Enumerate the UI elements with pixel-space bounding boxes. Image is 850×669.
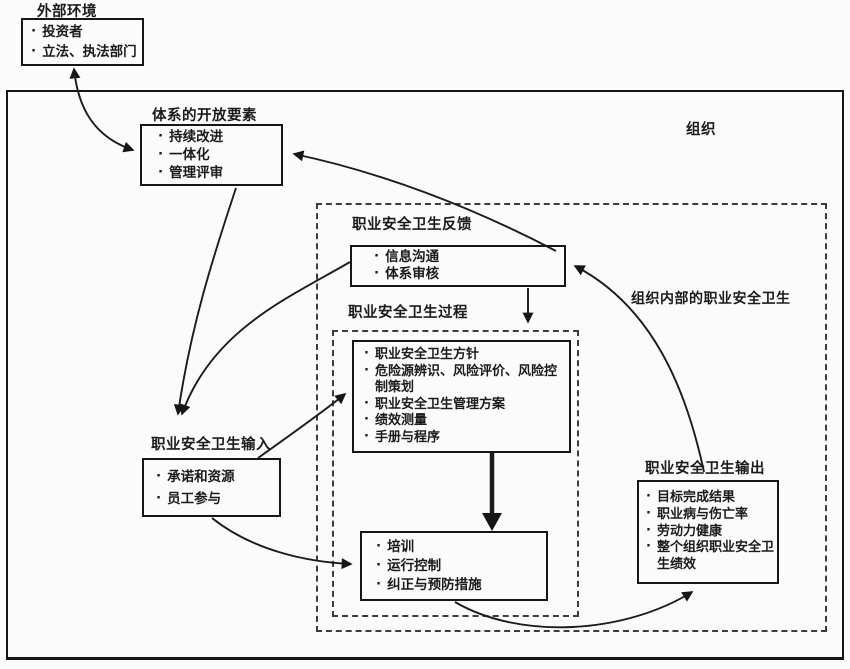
- list-item: · 信息沟通: [374, 248, 564, 266]
- external-environment-list: · 投资者 · 立法、执法部门: [23, 20, 142, 64]
- bullet-icon: ·: [646, 539, 651, 555]
- list-item: · 管理评审: [158, 164, 281, 182]
- bullet-icon: ·: [156, 467, 162, 484]
- list-item: · 绩效测量: [364, 412, 566, 430]
- bullet-icon: ·: [374, 265, 380, 281]
- bullet-icon: ·: [364, 346, 369, 361]
- organization-box: [6, 90, 844, 660]
- list-item: · 纠正与预防措施: [376, 576, 546, 595]
- bullet-icon: ·: [156, 489, 162, 506]
- list-item: · 职业安全卫生管理方案: [364, 395, 566, 414]
- list-item-text: 信息沟通: [385, 249, 440, 265]
- output-box: · 目标完成结果 · 职业病与伤亡率 · 劳动力健康 · 整个组织职业安全卫生绩效: [637, 480, 779, 584]
- input-title: 职业安全卫生输入: [151, 437, 271, 453]
- list-item: · 投资者: [31, 22, 142, 42]
- list-item: · 手册与程序: [364, 428, 566, 447]
- bullet-icon: ·: [31, 23, 37, 39]
- bullet-icon: ·: [646, 489, 651, 504]
- bullet-icon: ·: [376, 575, 382, 592]
- bullet-icon: ·: [364, 412, 369, 427]
- list-item-text: 员工参与: [167, 490, 222, 507]
- feedback-title: 职业安全卫生反馈: [352, 217, 472, 233]
- list-item-text: 职业安全卫生管理方案: [374, 396, 505, 412]
- external-environment-title: 外部环境: [37, 4, 97, 20]
- bullet-icon: ·: [364, 428, 369, 444]
- list-item-text: 承诺和资源: [167, 468, 235, 485]
- bullet-icon: ·: [158, 128, 164, 144]
- output-list: · 目标完成结果 · 职业病与伤亡率 · 劳动力健康 · 整个组织职业安全卫生绩效: [639, 482, 777, 582]
- list-item-text: 绩效测量: [374, 413, 427, 428]
- list-item-text: 目标完成结果: [656, 490, 735, 505]
- feedback-list: · 信息沟通 · 体系审核: [352, 247, 564, 285]
- list-item-text: 管理评审: [169, 165, 224, 181]
- bullet-icon: ·: [158, 146, 164, 162]
- list-item-text: 立法、执法部门: [42, 44, 137, 60]
- bullet-icon: ·: [158, 164, 164, 180]
- list-item-text: 运行控制: [387, 557, 442, 574]
- list-item-text: 一体化: [169, 147, 210, 163]
- list-item-text: 投资者: [42, 24, 83, 40]
- open-elements-title: 体系的开放要素: [152, 108, 257, 124]
- list-item-text: 职业安全卫生方针: [374, 347, 479, 362]
- list-item: · 整个组织职业安全卫生绩效: [646, 539, 775, 574]
- list-item: · 持续改进: [158, 128, 281, 146]
- list-item-text: 危险源辨识、风险评价、风险控制策划: [374, 363, 557, 396]
- process-list: · 职业安全卫生方针 · 危险源辨识、风险评价、风险控制策划 · 职业安全卫生管理方案 · 绩…: [354, 342, 569, 451]
- list-item: · 劳动力健康: [646, 522, 775, 541]
- bullet-icon: ·: [376, 537, 382, 554]
- list-item: · 立法、执法部门: [31, 42, 142, 62]
- process-title: 职业安全卫生过程: [348, 305, 468, 321]
- list-item: · 体系审核: [374, 265, 564, 283]
- operations-box: · 培训 · 运行控制 · 纠正与预防措施: [360, 531, 548, 601]
- list-item-text: 整个组织职业安全卫生绩效: [656, 540, 774, 573]
- list-item: · 职业安全卫生方针: [364, 346, 566, 364]
- list-item-text: 手册与程序: [374, 429, 440, 445]
- open-elements-box: · 持续改进 · 一体化 · 管理评审: [140, 124, 283, 186]
- bullet-icon: ·: [646, 505, 651, 521]
- bullet-icon: ·: [364, 362, 369, 378]
- list-item: · 培训: [376, 538, 546, 557]
- list-item: · 员工参与: [156, 488, 279, 510]
- organization-label: 组织: [686, 122, 716, 138]
- bullet-icon: ·: [646, 522, 651, 538]
- list-item-text: 培训: [387, 538, 415, 555]
- operations-list: · 培训 · 运行控制 · 纠正与预防措施: [362, 533, 546, 599]
- feedback-box: · 信息沟通 · 体系审核: [350, 245, 566, 287]
- list-item-text: 劳动力健康: [656, 523, 722, 539]
- input-box: · 承诺和资源 · 员工参与: [142, 458, 281, 517]
- list-item-text: 职业病与伤亡率: [656, 506, 748, 522]
- bullet-icon: ·: [31, 43, 37, 59]
- list-item: · 一体化: [158, 146, 281, 164]
- list-item: · 承诺和资源: [156, 466, 279, 488]
- list-item: · 运行控制: [376, 557, 546, 576]
- list-item-text: 体系审核: [385, 266, 440, 282]
- list-item: · 职业病与伤亡率: [646, 505, 775, 524]
- internal-osh-label: 组织内部的职业安全卫生: [631, 291, 791, 307]
- external-environment-box: · 投资者 · 立法、执法部门: [21, 18, 144, 66]
- process-box: · 职业安全卫生方针 · 危险源辨识、风险评价、风险控制策划 · 职业安全卫生管理方案 · 绩…: [352, 340, 571, 453]
- bullet-icon: ·: [374, 248, 380, 264]
- bullet-icon: ·: [364, 395, 369, 411]
- list-item-text: 持续改进: [169, 129, 224, 145]
- list-item: · 危险源辨识、风险评价、风险控制策划: [364, 362, 566, 397]
- input-list: · 承诺和资源 · 员工参与: [144, 460, 279, 515]
- open-elements-list: · 持续改进 · 一体化 · 管理评审: [142, 126, 281, 184]
- output-title: 职业安全卫生输出: [645, 461, 765, 477]
- list-item: · 目标完成结果: [646, 489, 775, 507]
- bullet-icon: ·: [376, 556, 382, 573]
- list-item-text: 纠正与预防措施: [387, 576, 482, 593]
